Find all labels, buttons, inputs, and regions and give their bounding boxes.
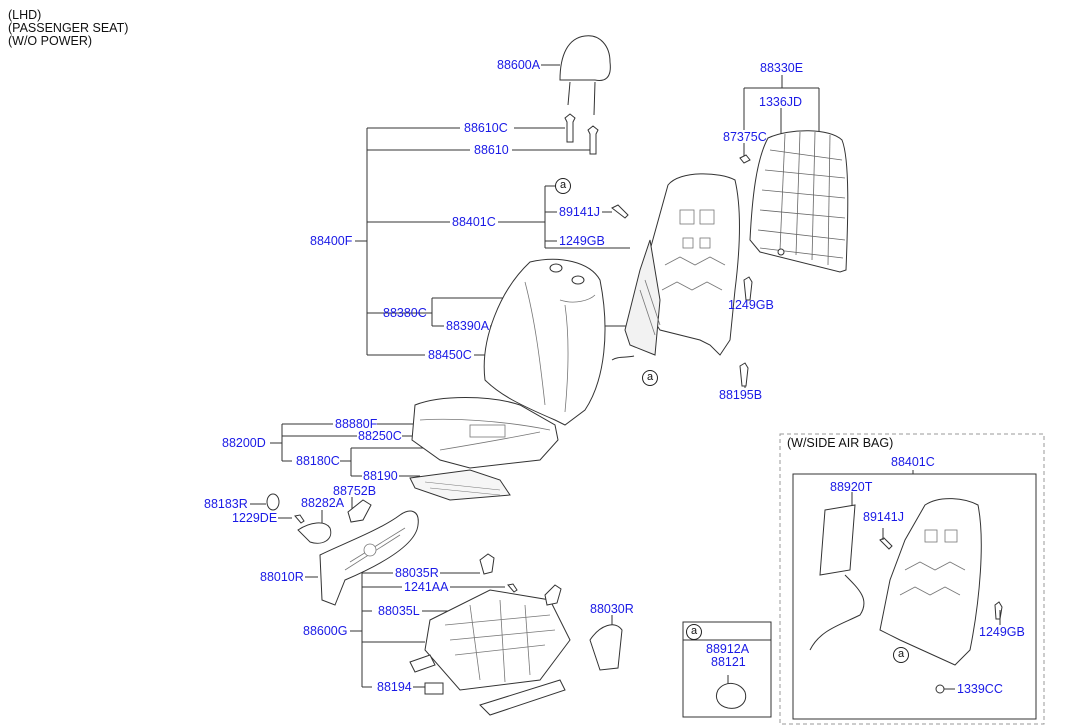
airbag-back-frame-drawing: [809, 492, 1003, 694]
part-label-88180c[interactable]: 88180C: [296, 454, 340, 468]
part-label-88600a[interactable]: 88600A: [497, 58, 541, 72]
airbag-part-label-1249gb[interactable]: 1249GB: [979, 625, 1025, 639]
part-label-1249gb[interactable]: 1249GB: [559, 234, 605, 248]
note-wo-power: (W/O POWER): [8, 34, 93, 48]
part-label-88610c[interactable]: 88610C: [464, 121, 508, 135]
part-label-1241aa[interactable]: 1241AA: [404, 580, 449, 594]
airbag-part-label-1339cc[interactable]: 1339CC: [957, 682, 1003, 696]
back-frame-drawing: [611, 173, 753, 387]
seat-back-pad-drawing: [483, 258, 606, 426]
part-label-88390a[interactable]: 88390A: [446, 319, 490, 333]
side-shield-drawing: [266, 493, 419, 606]
part-label-88380c[interactable]: 88380C: [383, 306, 427, 320]
part-label-88190[interactable]: 88190: [363, 469, 398, 483]
part-label-88195b[interactable]: 88195B: [719, 388, 763, 402]
airbag-dashed-box: [779, 433, 1045, 725]
airbag-part-label-89141j[interactable]: 89141J: [863, 510, 905, 524]
part-label-88010r[interactable]: 88010R: [260, 570, 304, 584]
part-label-88450c[interactable]: 88450C: [428, 348, 472, 362]
part-label-88200d[interactable]: 88200D: [222, 436, 266, 450]
part-label-88400f[interactable]: 88400F: [310, 234, 353, 248]
part-label-88282a[interactable]: 88282A: [301, 496, 345, 510]
part-label-88250c[interactable]: 88250C: [358, 429, 402, 443]
part-label-88330e[interactable]: 88330E: [760, 61, 804, 75]
airbag-part-label-88920t[interactable]: 88920T: [830, 480, 873, 494]
part-label-88035l[interactable]: 88035L: [378, 604, 420, 618]
part-label-88030r[interactable]: 88030R: [590, 602, 634, 616]
back-cover-drawing: [739, 130, 849, 273]
part-label-88121[interactable]: 88121: [711, 655, 746, 669]
airbag-box-title: (W/SIDE AIR BAG): [787, 436, 894, 450]
part-label-89141j[interactable]: 89141J: [559, 205, 601, 219]
part-label-88600g[interactable]: 88600G: [303, 624, 348, 638]
headrest-drawing: [559, 35, 611, 155]
airbag-ref-marker-a: a: [893, 647, 909, 663]
part-label-88035r[interactable]: 88035R: [395, 566, 439, 580]
part-label-88194[interactable]: 88194: [377, 680, 412, 694]
part-label-87375c[interactable]: 87375C: [723, 130, 767, 144]
part-label-88912a[interactable]: 88912A: [706, 642, 750, 656]
part-label-88610[interactable]: 88610: [474, 143, 509, 157]
part-label-88752b[interactable]: 88752B: [333, 484, 377, 498]
note-passenger-seat: (PASSENGER SEAT): [8, 21, 129, 35]
part-label-88401c[interactable]: 88401C: [452, 215, 496, 229]
ref-marker-a: a: [555, 178, 571, 194]
part-label-1229de[interactable]: 1229DE: [232, 511, 278, 525]
airbag-part-label-88401c[interactable]: 88401C: [891, 455, 935, 469]
airbag-inner-frame: [792, 470, 1037, 720]
part-label-1249gb-right[interactable]: 1249GB: [728, 298, 774, 312]
ref-marker-a-2: a: [642, 370, 658, 386]
part-label-88183r[interactable]: 88183R: [204, 497, 248, 511]
note-lhd: (LHD): [8, 8, 42, 22]
inset-a-marker: a: [686, 624, 702, 640]
part-label-1336jd[interactable]: 1336JD: [759, 95, 803, 109]
part-label-88880f[interactable]: 88880F: [335, 417, 378, 431]
seat-cushion-drawing: [409, 397, 559, 501]
seat-frame-drawing: [409, 553, 623, 716]
